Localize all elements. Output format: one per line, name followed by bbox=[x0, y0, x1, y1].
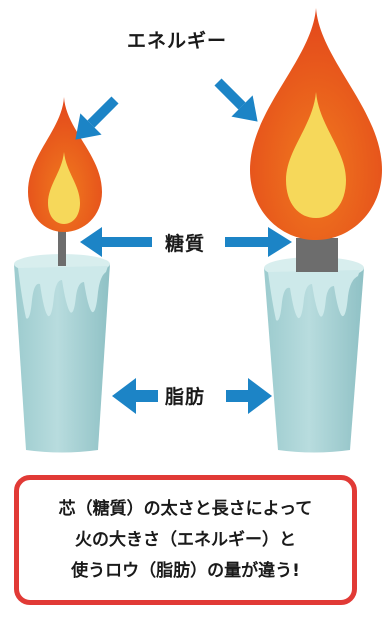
caption-box: 芯（糖質）の太さと長さによって 火の大きさ（エネルギー）と 使うロウ（脂肪）の量… bbox=[14, 475, 357, 605]
sugar-label: 糖質 bbox=[165, 233, 206, 255]
right-wick bbox=[296, 238, 338, 272]
left-candle bbox=[14, 254, 110, 453]
arrow-fat-left bbox=[112, 378, 158, 414]
arrow-sugar-right bbox=[225, 227, 292, 257]
caption-line-2: 火の大きさ（エネルギー）と bbox=[75, 529, 296, 550]
left-wick bbox=[58, 224, 66, 266]
arrow-fat-right bbox=[226, 378, 272, 414]
arrow-sugar-left bbox=[80, 227, 152, 257]
fat-label: 脂肪 bbox=[165, 386, 206, 408]
right-flame bbox=[250, 8, 382, 240]
left-flame bbox=[28, 97, 102, 232]
right-candle bbox=[264, 257, 364, 453]
caption-line-3: 使うロウ（脂肪）の量が違う! bbox=[71, 560, 300, 581]
arrow-energy-left bbox=[75, 96, 119, 140]
arrow-energy-right bbox=[214, 78, 258, 122]
energy-label: エネルギー bbox=[127, 30, 228, 52]
caption-line-1: 芯（糖質）の太さと長さによって bbox=[58, 498, 313, 519]
arrows bbox=[75, 78, 292, 414]
